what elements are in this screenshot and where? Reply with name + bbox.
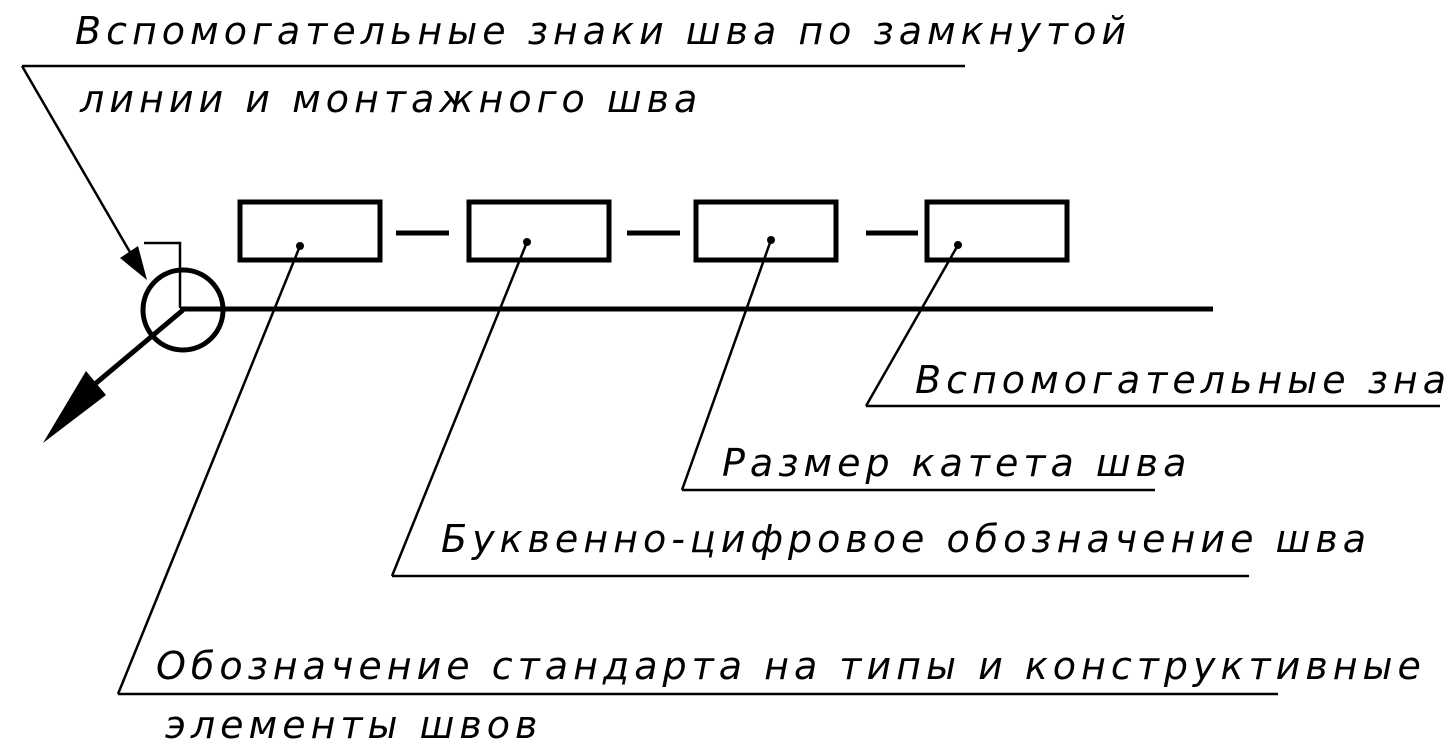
leader-leg-size xyxy=(680,239,773,491)
leader-standard xyxy=(116,245,302,695)
label-alnum-designation: Буквенно-цифровое обозначение шва xyxy=(441,517,1371,561)
arrowhead-joint-icon xyxy=(43,371,106,443)
label-standard-line-1: Обозначение стандарта на типы и конструк… xyxy=(156,644,1426,688)
arrow-line xyxy=(93,308,185,386)
box-leg-size xyxy=(693,199,839,263)
label-aux-signs: Вспомогательные знаки xyxy=(915,358,1451,402)
label-aux-closed-line-1: Вспомогательные знаки шва по замкнутой xyxy=(75,9,1131,53)
box-standard xyxy=(237,199,383,263)
leader-alnum-designation xyxy=(390,241,529,577)
label-leg-size: Размер катета шва xyxy=(722,441,1191,485)
field-weld-flag-icon xyxy=(144,241,182,308)
box-aux-signs xyxy=(924,199,1070,263)
leader-aux-signs xyxy=(864,244,960,407)
label-standard-line-2: элементы швов xyxy=(165,703,542,747)
arrowhead-aux-closed xyxy=(120,246,147,280)
box-alnum-designation xyxy=(466,199,612,263)
leader-aux-closed xyxy=(20,65,140,267)
label-aux-closed-line-2: линии и монтажного шва xyxy=(79,77,702,121)
